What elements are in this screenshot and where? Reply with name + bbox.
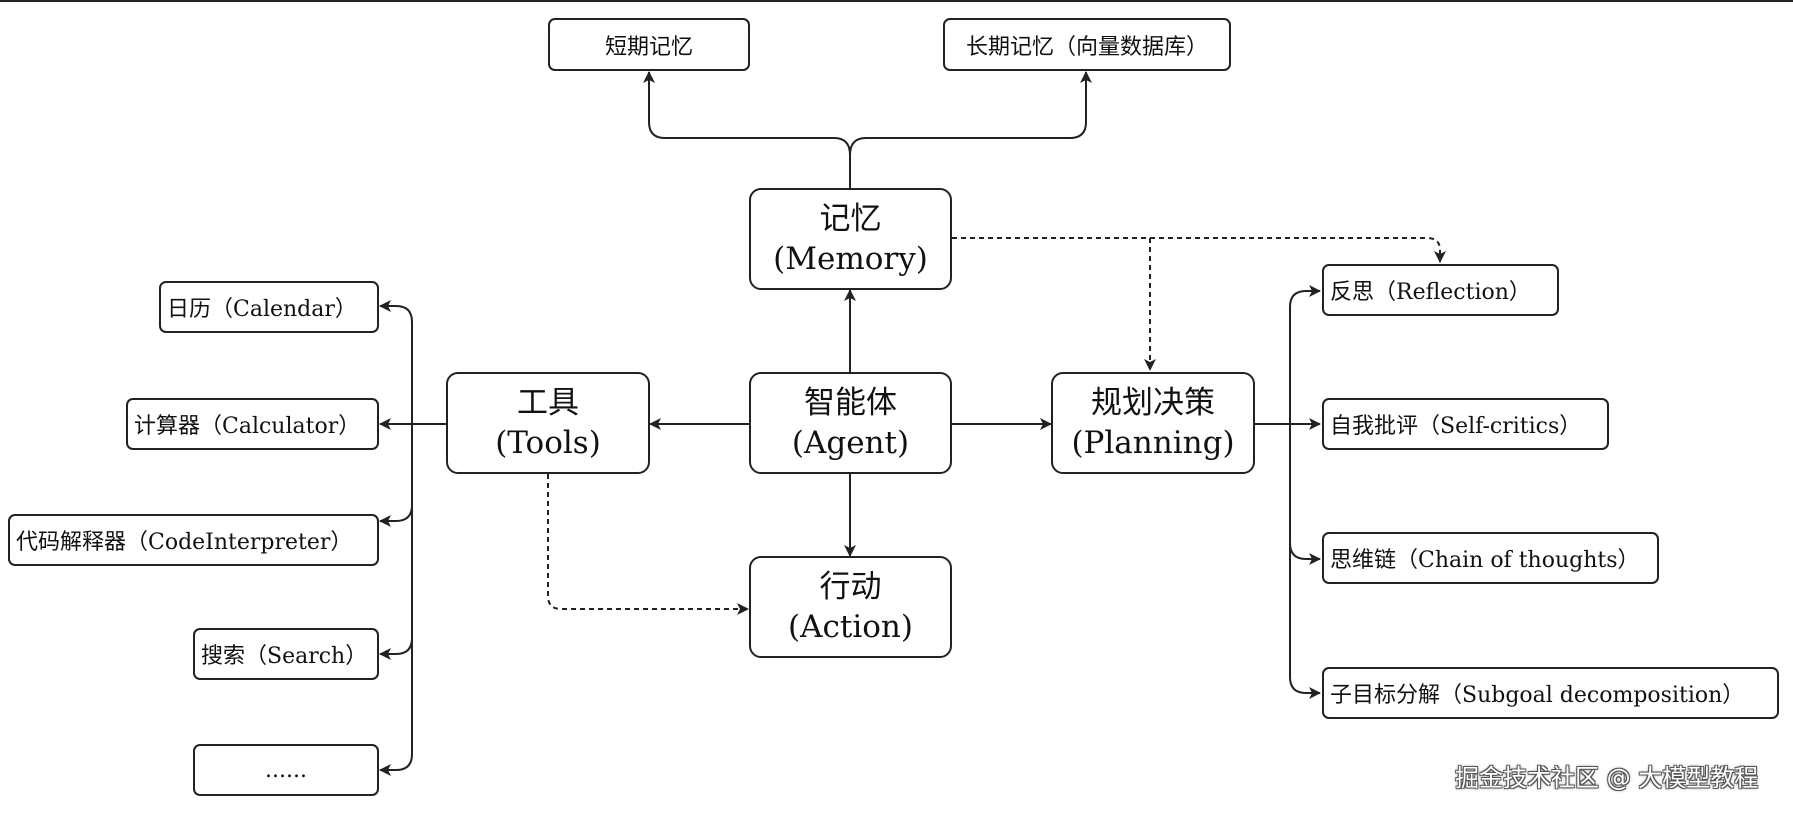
search-tool-label: 搜索（Search） [201, 644, 368, 669]
action-zh-label: 行动 [819, 569, 882, 605]
planning-zh-label: 规划决策 [1091, 385, 1215, 421]
edge-tools-trunk [379, 300, 446, 425]
edge-tools-to-search [379, 505, 413, 660]
agent-en-label: (Agent) [791, 425, 910, 461]
tools-zh-label: 工具 [517, 385, 579, 421]
long-term-memory-node: 长期记忆（向量数据库） [943, 18, 1231, 71]
short-term-memory-label: 短期记忆 [604, 34, 693, 60]
edge-tools-to-action-dashed [547, 474, 749, 615]
calendar-tool-label: 日历（Calendar） [167, 297, 357, 322]
memory-en-label: (Memory) [773, 241, 928, 277]
chain-of-thoughts-node: 思维链（Chain of thoughts） [1322, 532, 1659, 584]
memory-zh-label: 记忆 [819, 201, 882, 237]
agent-zh-label: 智能体 [804, 385, 897, 421]
code-interpreter-tool-node: 代码解释器（CodeInterpreter） [8, 514, 379, 566]
action-node: 行动 (Action) [749, 556, 952, 658]
code-interpreter-tool-label: 代码解释器（CodeInterpreter） [16, 530, 353, 555]
chain-of-thoughts-label: 思维链（Chain of thoughts） [1330, 548, 1640, 573]
edge-memory-to-short-term [643, 71, 851, 156]
planning-node: 规划决策 (Planning) [1051, 372, 1255, 474]
top-border-line [0, 0, 1793, 2]
agent-node: 智能体 (Agent) [749, 372, 952, 474]
calculator-tool-label: 计算器（Calculator） [134, 414, 361, 439]
search-tool-node: 搜索（Search） [193, 628, 379, 680]
reflection-node: 反思（Reflection） [1322, 264, 1559, 316]
edge-planning-trunk [1255, 285, 1321, 425]
planning-en-label: (Planning) [1071, 425, 1235, 461]
watermark-text: 掘金技术社区 @ 大模型教程 [1455, 764, 1759, 792]
self-critics-node: 自我批评（Self-critics） [1322, 398, 1609, 450]
short-term-memory-node: 短期记忆 [548, 18, 750, 71]
long-term-memory-label: 长期记忆（向量数据库） [965, 34, 1208, 60]
edge-tools-to-more [379, 638, 413, 776]
edge-planning-to-chain [1289, 424, 1321, 565]
calculator-tool-node: 计算器（Calculator） [126, 398, 379, 450]
more-tools-label: ...... [265, 757, 307, 783]
tools-node: 工具 (Tools) [446, 372, 650, 474]
calendar-tool-node: 日历（Calendar） [159, 281, 379, 333]
edge-memory-to-planning-dashed [952, 237, 1156, 371]
tools-en-label: (Tools) [495, 425, 601, 461]
edge-planning-to-subgoal [1289, 543, 1321, 699]
edge-memory-to-reflection-dashed [1150, 237, 1446, 263]
action-en-label: (Action) [788, 609, 913, 645]
reflection-label: 反思（Reflection） [1330, 280, 1531, 305]
subgoal-decomposition-node: 子目标分解（Subgoal decomposition） [1322, 667, 1779, 719]
edge-memory-to-long-term [849, 71, 1092, 156]
more-tools-node: ...... [193, 744, 379, 796]
edge-tools-to-code [379, 424, 413, 527]
subgoal-decomposition-label: 子目标分解（Subgoal decomposition） [1330, 683, 1745, 708]
self-critics-label: 自我批评（Self-critics） [1330, 414, 1582, 439]
memory-node: 记忆 (Memory) [749, 188, 952, 290]
